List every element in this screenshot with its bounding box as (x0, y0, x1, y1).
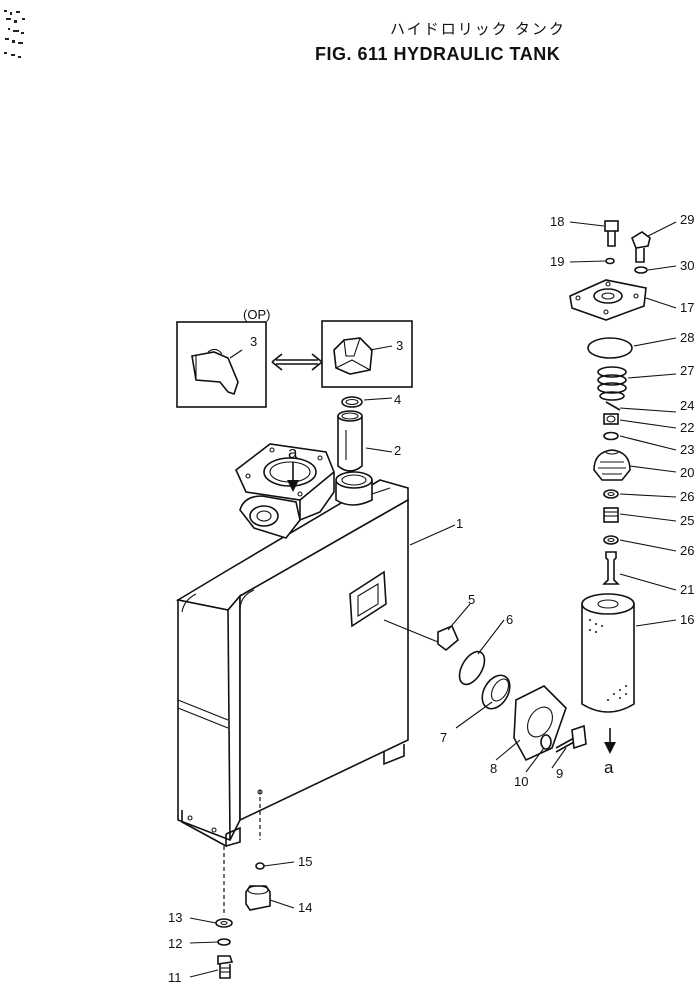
packing-6 (458, 650, 486, 686)
callout-19: 19 (550, 254, 564, 269)
pipe-2 (337, 410, 363, 472)
washer-13 (215, 918, 233, 928)
cover-17 (569, 279, 647, 321)
seal-26-top (603, 489, 619, 499)
bolt-18 (604, 220, 619, 247)
spring-25 (603, 507, 619, 523)
hydraulic-tank-body (175, 443, 439, 848)
bolt-11 (217, 955, 234, 979)
bolt-9 (555, 724, 587, 753)
arrow-a-bottom (604, 728, 616, 754)
spring-washer-12 (217, 938, 231, 946)
gasket-5 (437, 624, 459, 652)
callout-17: 17 (680, 300, 694, 315)
washer-23 (603, 431, 619, 441)
callout-4: 4 (394, 392, 401, 407)
washer-10 (540, 734, 552, 750)
scan-noise-mark (4, 10, 25, 58)
callout-28: 28 (680, 330, 694, 345)
filter-element-16 (581, 593, 635, 713)
callout-3-right: 3 (396, 338, 403, 353)
callout-10: 10 (514, 774, 528, 789)
pin-24 (605, 401, 621, 411)
callout-20: 20 (680, 465, 694, 480)
option-label: (OP) (243, 307, 270, 322)
figure-title-japanese: ハイドロリック タンク (390, 21, 566, 38)
callout-1: 1 (456, 516, 463, 531)
arrow-a-top (287, 462, 299, 492)
callout-13: 13 (168, 910, 182, 925)
callout-30: 30 (680, 258, 694, 273)
interchange-arrow (271, 353, 323, 371)
callout-21: 21 (680, 582, 694, 597)
callout-29: 29 (680, 212, 694, 227)
cover-8 (513, 685, 567, 762)
nut-22 (603, 413, 619, 425)
callout-24: 24 (680, 398, 694, 413)
callout-5: 5 (468, 592, 475, 607)
spring-27 (597, 366, 627, 401)
callout-16: 16 (680, 612, 694, 627)
arrow-a-top-label: a (288, 443, 298, 462)
leader-lines (189, 221, 677, 978)
seal-26-bottom (603, 535, 619, 545)
callout-22: 22 (680, 420, 694, 435)
callout-6: 6 (506, 612, 513, 627)
rod-21 (602, 551, 620, 585)
callout-3-left: 3 (250, 334, 257, 349)
arrow-a-bottom-label: a (604, 758, 614, 777)
o-ring-4 (341, 396, 363, 408)
option-box-right (321, 320, 413, 388)
valve-20 (593, 449, 631, 481)
sight-glass-7 (481, 674, 511, 710)
washer-30 (634, 266, 648, 274)
bolt-29 (631, 231, 651, 263)
callout-12: 12 (168, 936, 182, 951)
callout-27: 27 (680, 363, 694, 378)
washer-19 (605, 257, 615, 265)
callout-9: 9 (556, 766, 563, 781)
callout-15: 15 (298, 854, 312, 869)
callout-26-bottom: 26 (680, 543, 694, 558)
option-box-left (176, 321, 267, 408)
callout-26-top: 26 (680, 489, 694, 504)
callout-11: 11 (168, 970, 182, 982)
callout-18: 18 (550, 214, 564, 229)
o-ring-15 (255, 862, 265, 870)
callout-14: 14 (298, 900, 312, 915)
plug-14 (245, 885, 271, 911)
o-ring-28 (587, 337, 633, 359)
callout-25: 25 (680, 513, 694, 528)
figure-title: FIG. 611 HYDRAULIC TANK (315, 44, 561, 64)
callout-8: 8 (490, 761, 497, 776)
callout-23: 23 (680, 442, 694, 457)
callout-2: 2 (394, 443, 401, 458)
callout-7: 7 (440, 730, 447, 745)
